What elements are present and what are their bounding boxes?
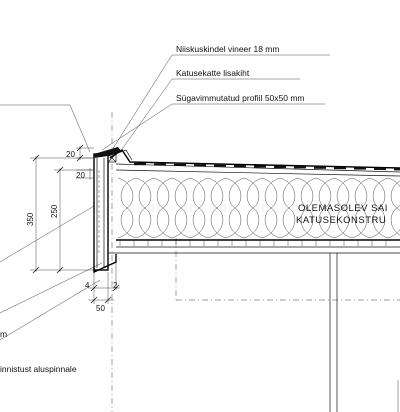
existing-roof-text-line2: KATUSEKONSTRU bbox=[296, 215, 386, 226]
reference-lines bbox=[111, 112, 400, 412]
deck-board bbox=[314, 166, 326, 169]
deck-boards bbox=[119, 163, 400, 246]
edge-profile bbox=[93, 147, 133, 274]
insulation-wave bbox=[225, 177, 245, 239]
vineer-cap bbox=[94, 147, 122, 158]
insulation-wave bbox=[387, 177, 400, 236]
label-sugavimmutatud-profiil: Sügavimmutatud profiil 50x50 mm bbox=[176, 93, 305, 103]
insulation-wave bbox=[135, 177, 155, 239]
existing-structure bbox=[329, 253, 399, 412]
insulation-wave bbox=[171, 177, 191, 239]
deck-board bbox=[294, 166, 306, 169]
deck-board bbox=[334, 167, 346, 170]
insulation-wave bbox=[117, 177, 137, 239]
deck-board bbox=[234, 165, 246, 168]
deck-board bbox=[214, 164, 226, 167]
insulation-wave bbox=[207, 177, 227, 239]
label-niiskuskindel-vineer: Niiskuskindel vineer 18 mm bbox=[176, 44, 279, 54]
insulation-wave bbox=[243, 177, 263, 239]
dim-250: 250 bbox=[50, 204, 59, 218]
deck-board bbox=[354, 167, 366, 170]
deck-board bbox=[194, 164, 206, 167]
dim-2: 2 bbox=[113, 281, 118, 290]
existing-roof-text-line1: OLEMASOLEV SAI bbox=[298, 203, 388, 214]
dim-20-top: 20 bbox=[66, 150, 75, 159]
deck-board bbox=[174, 163, 186, 166]
deck-board bbox=[154, 163, 166, 166]
label-mm: m bbox=[0, 329, 7, 339]
deck-board bbox=[254, 165, 266, 168]
label-kinnistus: innistust aluspinnale bbox=[0, 364, 77, 374]
dim-4: 4 bbox=[85, 281, 90, 290]
dim-350: 350 bbox=[26, 212, 35, 226]
insulation-wave bbox=[189, 177, 209, 239]
deck-board bbox=[274, 165, 286, 168]
insulation-wave bbox=[261, 177, 281, 239]
leader-lines bbox=[0, 54, 330, 341]
insulation-wave bbox=[387, 180, 400, 239]
deck-board bbox=[134, 163, 146, 166]
dim-50: 50 bbox=[96, 304, 105, 313]
label-katusekatte-lisakiht: Katusekatte lisakiht bbox=[176, 68, 250, 78]
insulation-wave bbox=[153, 177, 173, 239]
dimension-lines bbox=[30, 144, 120, 304]
deck-board bbox=[394, 168, 400, 171]
dim-20-mid: 20 bbox=[76, 171, 85, 180]
insulation-wave bbox=[279, 177, 299, 239]
deck-board bbox=[374, 167, 386, 170]
